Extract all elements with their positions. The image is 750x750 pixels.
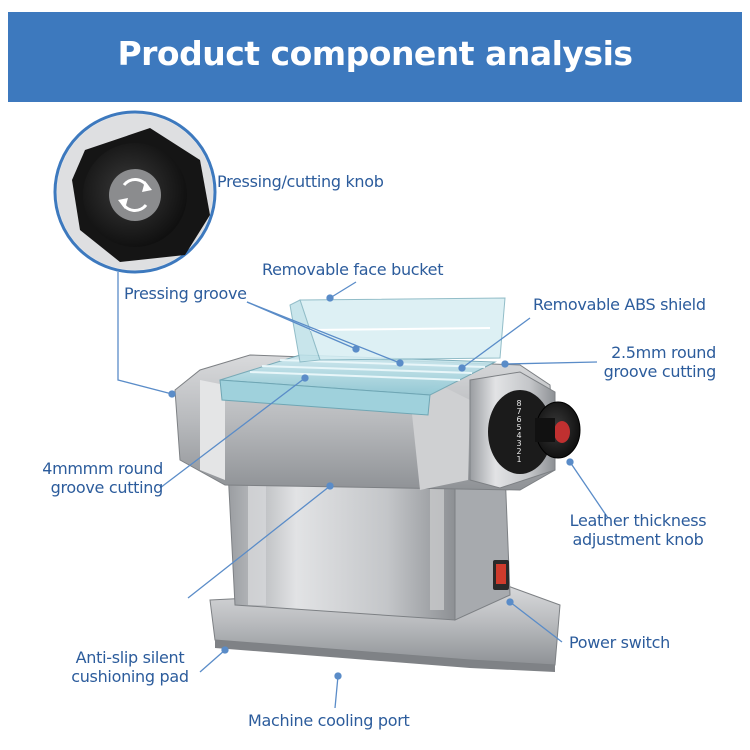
label-cooling-port: Machine cooling port	[248, 711, 410, 730]
knob-detail-circle	[53, 110, 217, 274]
dial-number: 2	[516, 447, 522, 456]
label-power-switch: Power switch	[569, 633, 670, 652]
label-line: Leather thickness	[569, 511, 707, 530]
label-line: 4mmmm round	[42, 459, 163, 478]
title-banner: Product component analysis	[8, 12, 742, 102]
page-title: Product component analysis	[117, 34, 633, 73]
thickness-knob	[488, 390, 581, 474]
dial-number: 6	[516, 415, 522, 424]
dial-numbers: 8 7 6 5 4 3 2 1	[512, 400, 526, 464]
label-line: 2.5mm round	[611, 343, 716, 362]
abs-shield	[219, 354, 497, 416]
power-switch-illustration	[493, 560, 509, 590]
label-line: groove cutting	[50, 478, 164, 497]
lower-body	[227, 469, 511, 621]
label-2-5mm-groove: 2.5mm round groove cutting	[598, 343, 717, 381]
dial-number: 1	[516, 455, 522, 464]
dial-number: 4	[516, 431, 522, 440]
face-bucket	[289, 297, 506, 363]
dial-number: 7	[516, 407, 522, 416]
label-anti-slip-pad: Anti-slip silent cushioning pad	[60, 648, 200, 686]
label-removable-abs-shield: Removable ABS shield	[533, 295, 706, 314]
label-removable-face-bucket: Removable face bucket	[262, 260, 444, 279]
label-pressing-cutting-knob: Pressing/cutting knob	[217, 172, 384, 191]
label-pressing-groove: Pressing groove	[124, 284, 247, 303]
label-line: adjustment knob	[572, 530, 704, 549]
dial-number: 8	[516, 399, 522, 408]
label-line: Anti-slip silent	[75, 648, 185, 667]
dial-number: 5	[516, 423, 522, 432]
label-4mm-groove: 4mmmm round groove cutting	[30, 459, 163, 497]
label-line: cushioning pad	[71, 667, 189, 686]
label-thickness-knob: Leather thickness adjustment knob	[563, 511, 713, 549]
label-line: groove cutting	[603, 362, 717, 381]
dial-number: 3	[516, 439, 522, 448]
leader-lines	[117, 272, 609, 709]
